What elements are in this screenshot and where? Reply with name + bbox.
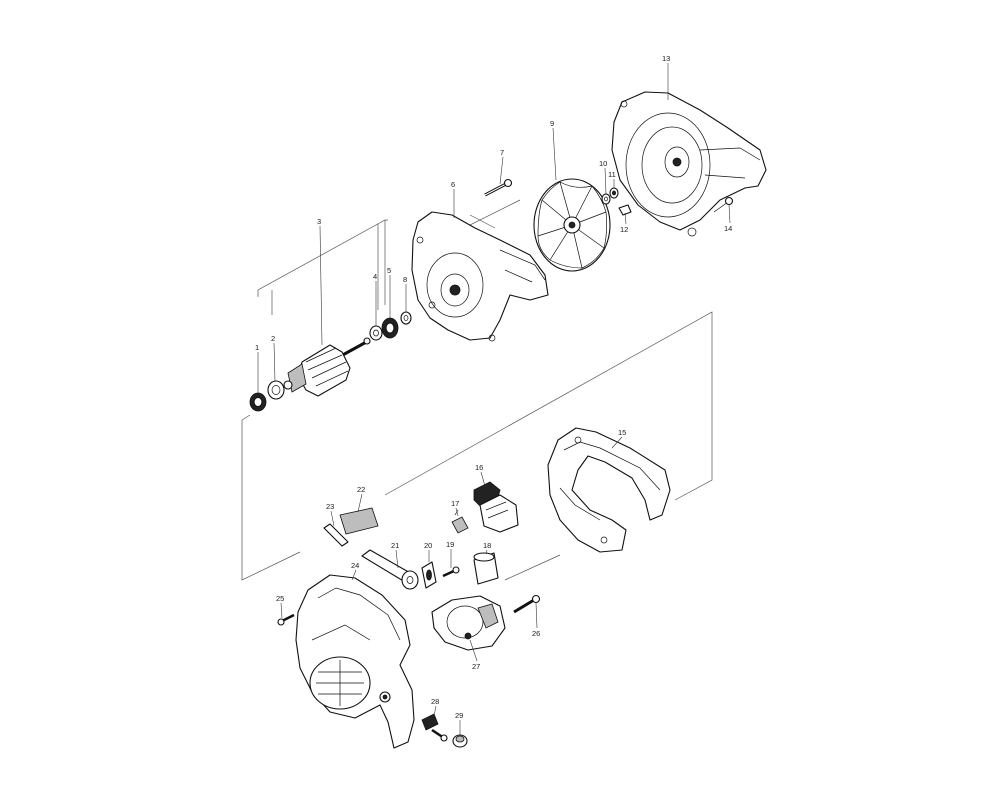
- cord-guard-part: [361, 549, 419, 590]
- part-label-9: 9: [550, 119, 554, 128]
- part-label-11: 11: [608, 170, 616, 179]
- small-screw-part: [442, 566, 460, 578]
- part-label-26: 26: [532, 629, 540, 638]
- housing-screw-part: [513, 594, 541, 614]
- part-label-10: 10: [599, 159, 607, 168]
- part-label-4: 4: [373, 272, 377, 281]
- part-label-22: 22: [357, 485, 365, 494]
- part-label-1: 1: [255, 343, 259, 352]
- part-label-17: 17: [451, 499, 459, 508]
- handle-screw-part: [277, 613, 295, 626]
- part-label-15: 15: [618, 428, 626, 437]
- part-label-14: 14: [724, 224, 732, 233]
- part-label-12: 12: [620, 225, 628, 234]
- part-label-7: 7: [500, 148, 504, 157]
- assembly-guide-lines: [241, 199, 713, 581]
- cord-clamp-part: [421, 561, 437, 589]
- carbon-brush-part: [451, 509, 469, 534]
- part-label-19: 19: [446, 540, 454, 549]
- fan-cover-part: [611, 91, 767, 237]
- part-label-2: 2: [271, 334, 275, 343]
- fan-part: [533, 178, 611, 272]
- armature-part: [283, 337, 371, 397]
- handle-cover-part: [547, 427, 671, 553]
- part-label-21: 21: [391, 541, 399, 550]
- pin-part: [323, 523, 349, 547]
- front-bearing-part: [249, 392, 267, 412]
- part-label-23: 23: [326, 502, 334, 511]
- motor-housing-part: [295, 574, 415, 749]
- leader-lines: [257, 63, 731, 735]
- flat-washer-part: [369, 325, 383, 341]
- part-label-29: 29: [455, 711, 463, 720]
- bearing-retainer-part: [267, 380, 285, 400]
- name-plate-part: [339, 507, 379, 535]
- long-screw-part: [484, 178, 513, 197]
- fan-housing-part: [411, 211, 549, 342]
- part-label-27: 27: [472, 662, 480, 671]
- part-label-3: 3: [317, 217, 321, 226]
- bearing-part: [381, 317, 399, 339]
- sleeve-part: [473, 552, 499, 585]
- nut-part: [609, 187, 619, 199]
- clip-part: [618, 204, 632, 216]
- switch-part: [473, 481, 519, 533]
- part-label-20: 20: [424, 541, 432, 550]
- part-label-13: 13: [662, 54, 670, 63]
- part-label-6: 6: [451, 180, 455, 189]
- brush-holder-part: [431, 595, 506, 651]
- washer-part: [601, 193, 611, 205]
- part-label-24: 24: [351, 561, 359, 570]
- part-label-28: 28: [431, 697, 439, 706]
- part-label-18: 18: [483, 541, 491, 550]
- part-label-5: 5: [387, 266, 391, 275]
- screw-part: [713, 196, 734, 213]
- part-label-8: 8: [403, 275, 407, 284]
- part-label-16: 16: [475, 463, 483, 472]
- part-number-labels: 1 2 3 4 5 6 7 8 9 10 11 12 13 14 15 16 1…: [255, 54, 732, 720]
- part-label-25: 25: [276, 594, 284, 603]
- small-washer-part: [400, 311, 412, 325]
- knob-part: [452, 734, 468, 748]
- switch-lever-part: [421, 713, 448, 742]
